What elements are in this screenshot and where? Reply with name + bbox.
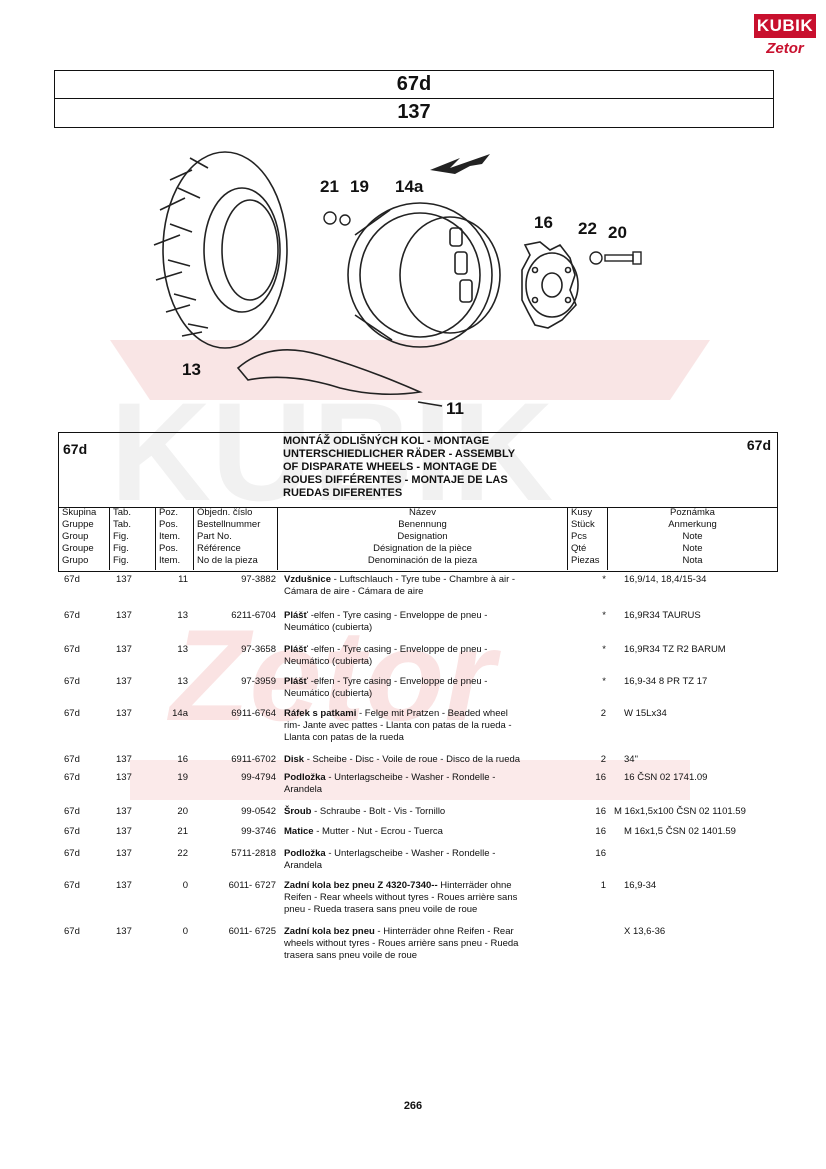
callout-20: 20 [608, 223, 627, 242]
header-group: 67d [396, 73, 432, 95]
parts-table-header: 67d MONTÁŽ ODLIŠNÝCH KOL - MONTAGE UNTER… [58, 432, 778, 572]
direction-arrow [430, 154, 490, 174]
logo-zetor: Zetor [766, 40, 804, 57]
section-code-right: 67d [746, 437, 771, 453]
col-table: Tab.Tab.Fig.Fig.Fig. [109, 507, 155, 570]
disc-illustration [521, 241, 579, 329]
section-title: MONTÁŽ ODLIŠNÝCH KOL - MONTAGE UNTERSCHI… [283, 435, 516, 499]
tube-illustration [236, 349, 443, 407]
section-code-left: 67d [63, 441, 88, 457]
wheel-assembly-diagram: 21 19 14a 16 22 20 13 11 [153, 151, 642, 418]
callout-11: 11 [446, 399, 464, 418]
callout-16: 16 [534, 213, 553, 232]
col-position: Poz.Pos.Item.Pos.Item. [155, 507, 193, 570]
bolt-illustration [323, 211, 642, 265]
logo-kubik: KUBIK [754, 14, 816, 38]
page-number: 266 [403, 1100, 423, 1112]
callout-19: 19 [350, 177, 369, 196]
rim-illustration [347, 202, 501, 348]
callout-14a: 14a [395, 177, 424, 196]
callout-21: 21 [320, 177, 339, 196]
kubik-zetor-logo: KUBIK Zetor [754, 14, 816, 60]
section-header: 67d MONTÁŽ ODLIŠNÝCH KOL - MONTAGE UNTER… [59, 433, 777, 508]
callout-13: 13 [182, 360, 201, 379]
header-table: 137 [55, 98, 773, 126]
callout-22: 22 [578, 219, 597, 238]
page-header: 67d 137 [54, 70, 774, 128]
tyre-illustration [153, 151, 288, 349]
